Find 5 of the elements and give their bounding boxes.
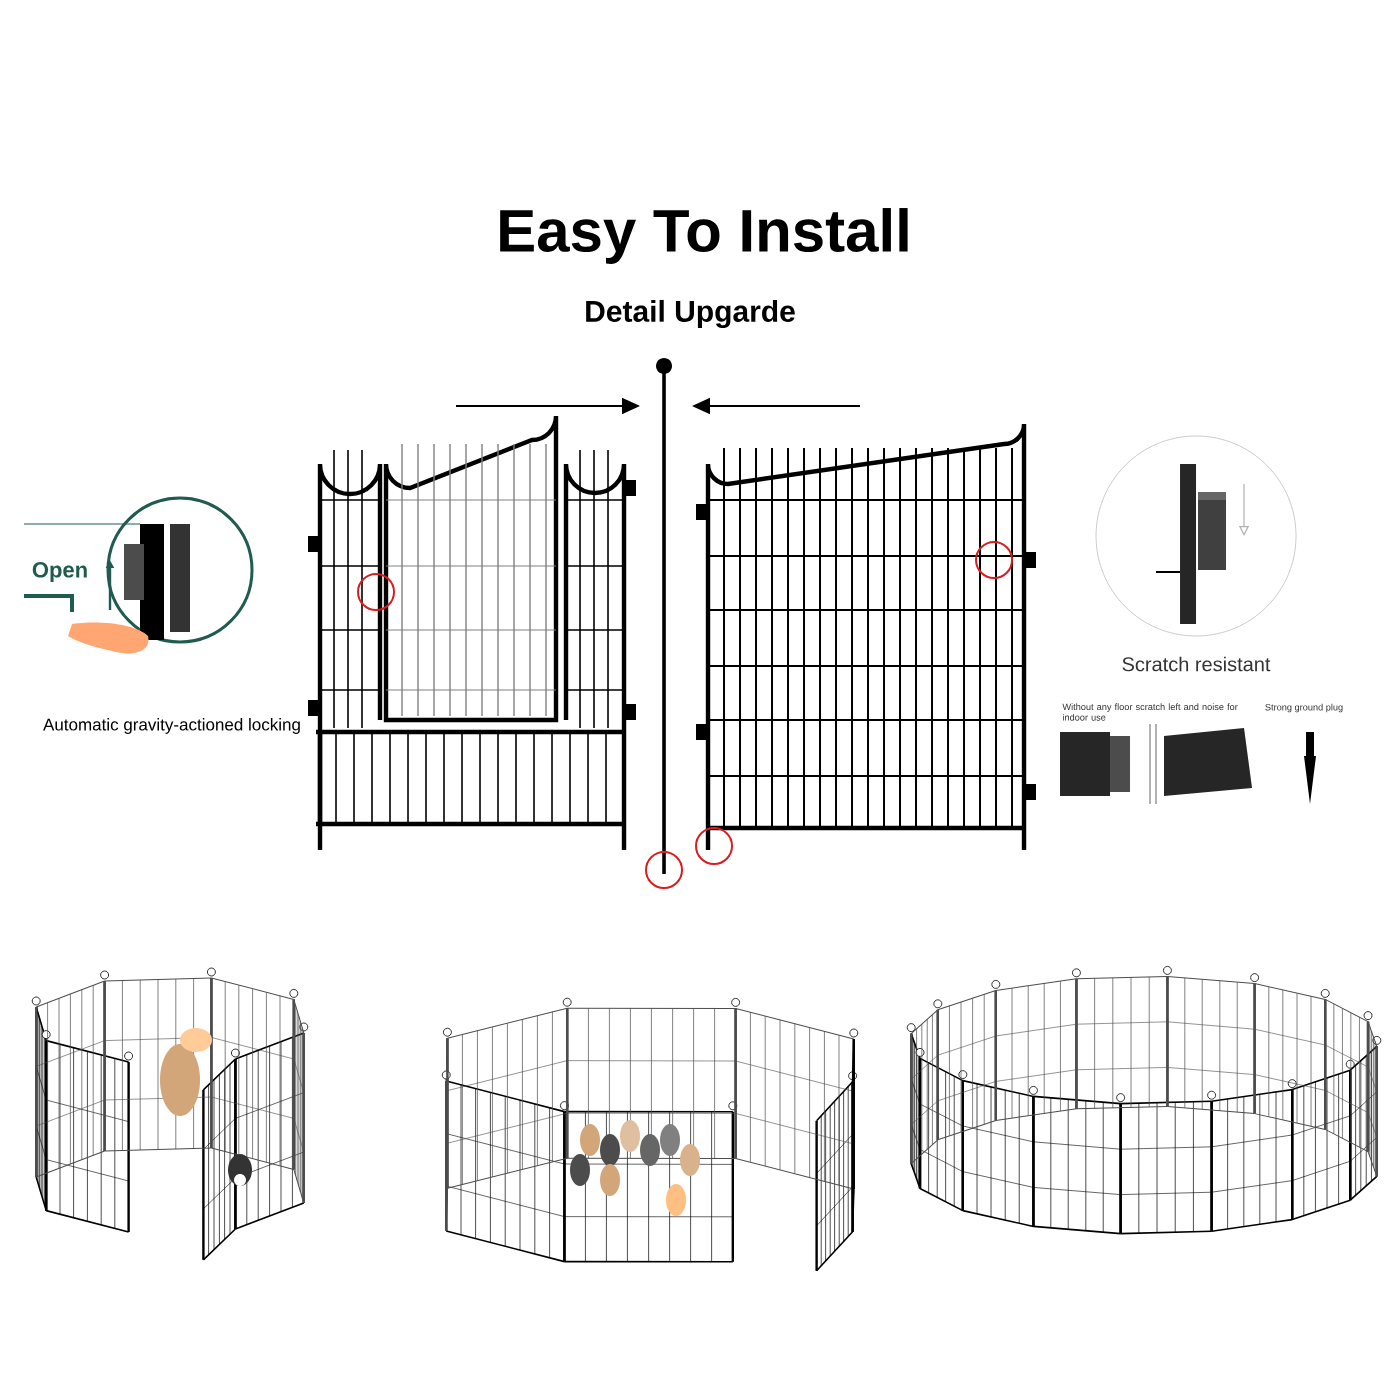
inset-label: Open: [32, 562, 87, 582]
subheading: Detail Upgarde: [586, 299, 795, 329]
heading: Easy To Install: [500, 208, 908, 264]
caption: Automatic gravity-actioned locking: [43, 718, 300, 734]
caption: Scratch resistant: [1122, 656, 1271, 672]
